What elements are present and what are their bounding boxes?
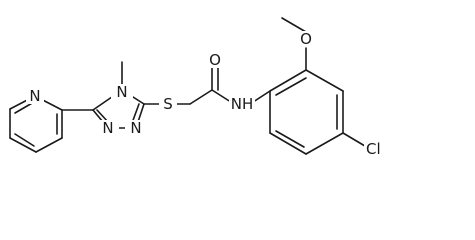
molecule-structure-diagram: N N N N S O NH O Cl	[9, 17, 388, 158]
triazole-lower-right-nitrogen-label: N	[130, 119, 141, 137]
triazole-lower-left-nitrogen-label: N	[102, 119, 113, 137]
pyridine-nitrogen-label: N	[29, 87, 40, 105]
chlorine-label: Cl	[366, 140, 381, 158]
amide-nh-label: NH	[231, 95, 254, 113]
bond-lines	[9, 17, 371, 155]
atom-labels: N N N N S O NH O Cl	[26, 30, 388, 158]
carbonyl-oxygen-label: O	[209, 51, 221, 69]
triazole-methyl-nitrogen-label: N	[116, 83, 127, 101]
sulfur-label: S	[163, 95, 173, 113]
methoxy-oxygen-label: O	[300, 30, 312, 48]
